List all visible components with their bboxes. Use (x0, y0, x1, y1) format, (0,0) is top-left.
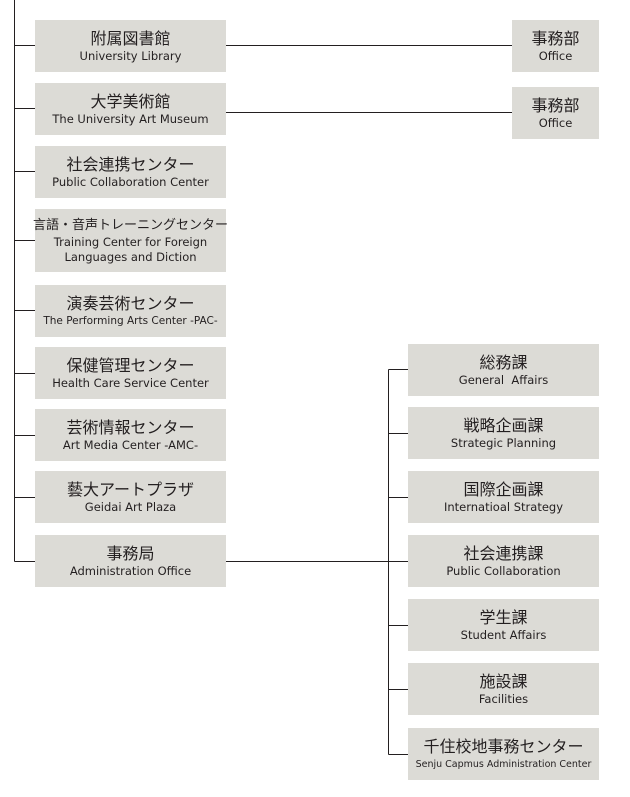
unit-art-media-center: 芸術情報センター Art Media Center -AMC- (35, 409, 226, 461)
division-student-affairs: 学生課 Student Affairs (408, 599, 599, 651)
unit-name-ja: 言語・音声トレーニングセンター (33, 217, 229, 233)
unit-name-en: Geidai Art Plaza (84, 499, 177, 514)
unit-name-ja: 大学美術館 (90, 91, 171, 111)
unit-name-ja: 社会連携センター (66, 154, 195, 174)
division-facilities: 施設課 Facilities (408, 663, 599, 715)
unit-health-care-center: 保健管理センター Health Care Service Center (35, 347, 226, 399)
library-office-box: 事務部 Office (512, 20, 599, 72)
unit-name-ja: 演奏芸術センター (66, 293, 195, 313)
division-strategic-planning: 戦略企画課 Strategic Planning (408, 407, 599, 459)
division-public-collaboration: 社会連携課 Public Collaboration (408, 535, 599, 587)
unit-name-en: Training Center for Foreign Languages an… (53, 234, 208, 264)
unit-name-ja: 芸術情報センター (66, 417, 195, 437)
unit-name-en: Art Media Center -AMC- (62, 437, 199, 452)
division-name-en: Facilities (478, 691, 529, 706)
division-senju-admin-center: 千住校地事務センター Senju Capmus Administration C… (408, 728, 599, 780)
unit-administration-office: 事務局 Administration Office (35, 535, 226, 587)
unit-name-en: Public Collaboration Center (52, 174, 209, 189)
division-name-ja: 千住校地事務センター (423, 736, 584, 756)
unit-collaboration-center: 社会連携センター Public Collaboration Center (35, 146, 226, 198)
unit-name-ja: 附属図書館 (90, 28, 171, 48)
unit-name-en: Administration Office (69, 563, 192, 578)
office-name-en: Office (538, 115, 573, 130)
division-name-en: Strategic Planning (450, 435, 557, 450)
office-name-ja: 事務部 (531, 95, 580, 115)
unit-name-ja: 藝大アートプラザ (66, 479, 195, 499)
division-name-ja: 社会連携課 (463, 543, 544, 563)
division-name-ja: 総務課 (479, 352, 528, 372)
division-name-ja: 国際企画課 (463, 479, 544, 499)
unit-language-training-center: 言語・音声トレーニングセンター Training Center for Fore… (33, 209, 229, 272)
office-name-ja: 事務部 (531, 28, 580, 48)
office-name-en: Office (538, 48, 573, 63)
unit-university-library: 附属図書館 University Library (35, 20, 226, 72)
division-name-en: Internatioal Strategy (443, 499, 564, 514)
unit-name-en: University Library (79, 48, 182, 63)
division-name-ja: 施設課 (479, 671, 528, 691)
unit-name-ja: 事務局 (106, 543, 155, 563)
unit-performing-arts-center: 演奏芸術センター The Performing Arts Center -PAC… (35, 285, 226, 337)
unit-name-ja: 保健管理センター (66, 355, 195, 375)
unit-name-en: Health Care Service Center (52, 375, 209, 390)
division-name-en: General Affairs (458, 372, 549, 387)
division-name-ja: 戦略企画課 (463, 415, 544, 435)
unit-art-museum: 大学美術館 The University Art Museum (35, 83, 226, 135)
division-name-en: Public Collaboration (446, 563, 561, 578)
unit-name-en: The Performing Arts Center -PAC- (43, 314, 218, 327)
division-name-en: Student Affairs (460, 627, 547, 642)
division-international-strategy: 国際企画課 Internatioal Strategy (408, 471, 599, 523)
division-name-en: Senju Capmus Administration Center (415, 758, 592, 770)
unit-name-en: The University Art Museum (52, 111, 209, 126)
division-general-affairs: 総務課 General Affairs (408, 344, 599, 396)
division-name-ja: 学生課 (479, 607, 528, 627)
unit-geidai-art-plaza: 藝大アートプラザ Geidai Art Plaza (35, 471, 226, 523)
museum-office-box: 事務部 Office (512, 87, 599, 139)
